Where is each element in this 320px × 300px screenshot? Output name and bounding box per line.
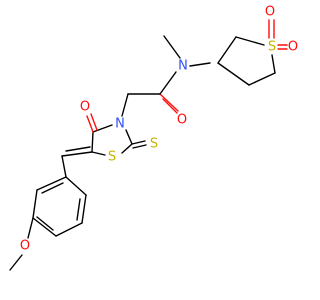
bond [36, 216, 54, 231]
molecule-structure: S O O N O N S S O O [9, 5, 298, 271]
amide-group [121, 35, 211, 117]
bond [81, 194, 87, 224]
atom-labels: S O O N O N S S O O [20, 5, 298, 254]
ring-nitrogen-label: N [115, 117, 125, 132]
bond [159, 93, 179, 112]
sulfone-sulfur-label: S [268, 40, 276, 55]
amide-nitrogen-label: N [178, 59, 188, 74]
molecule-canvas: S O O N O N S S O O [9, 4, 299, 271]
ketone-oxygen-label: O [80, 100, 90, 115]
bond [217, 36, 237, 64]
bond [125, 129, 133, 145]
sulfolane-ring [217, 19, 288, 86]
sulfone-oxygen-right-label: O [288, 40, 298, 55]
bond [9, 254, 23, 271]
amide-oxygen-label: O [177, 113, 187, 128]
bond [217, 62, 250, 86]
bond [55, 222, 83, 237]
bond [121, 143, 133, 154]
bond [90, 113, 98, 131]
bond [65, 146, 91, 152]
bond [271, 54, 276, 74]
bond [92, 124, 113, 133]
bond [235, 36, 265, 46]
bond [36, 176, 67, 191]
ring-sulfur-label: S [108, 150, 116, 165]
bond [76, 198, 81, 221]
bond [91, 131, 94, 153]
bond [162, 98, 178, 114]
bond [86, 115, 94, 133]
thiazolidine-ring [86, 113, 147, 156]
bond [248, 72, 276, 86]
bond [159, 71, 177, 95]
bond [32, 217, 57, 237]
thione-sulfur-label: S [150, 137, 158, 152]
bond [121, 93, 129, 117]
bond [27, 217, 34, 239]
bond [65, 176, 87, 196]
bond [131, 140, 146, 145]
ether-oxygen-label: O [20, 239, 30, 254]
bond [61, 151, 93, 157]
bond [41, 182, 64, 194]
bond [91, 151, 106, 156]
benzene-ring [9, 176, 87, 271]
bond [189, 62, 211, 67]
bond [32, 189, 38, 219]
sulfone-oxygen-top-label: O [265, 5, 275, 20]
bond [132, 144, 147, 149]
bond [163, 35, 181, 59]
bond [61, 155, 67, 178]
benzylidene-linker [61, 146, 93, 178]
